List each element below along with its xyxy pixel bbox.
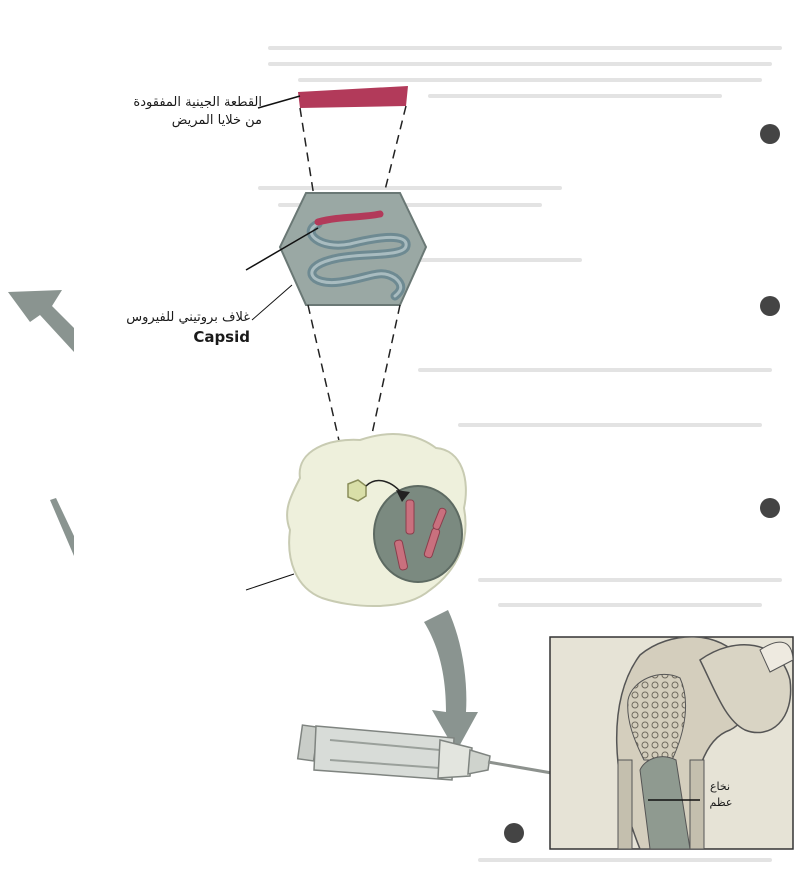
gene-label-line2: من خلايا المريض xyxy=(150,113,262,128)
bullet-4 xyxy=(504,823,524,843)
left-arrow-fragment-top xyxy=(8,290,74,352)
virus-particle xyxy=(348,480,366,501)
marrow-label-line1: نخاع xyxy=(700,780,740,793)
gene-label-leader xyxy=(258,96,300,108)
cell-leader xyxy=(246,574,294,590)
bone-inset xyxy=(550,637,793,849)
gene-segment xyxy=(298,86,408,108)
bullet-1 xyxy=(760,124,780,144)
bullet-3 xyxy=(760,498,780,518)
capsid-label-english: Capsid xyxy=(160,328,250,346)
marrow-label-line2: عظم xyxy=(704,796,738,809)
capsid-leader xyxy=(252,285,292,320)
bullet-2 xyxy=(760,296,780,316)
nucleus xyxy=(374,486,462,582)
capsid-label-arabic: غلاف بروتيني للفيروس xyxy=(100,310,250,325)
gene-label-line1: القطعة الجينية المفقودة xyxy=(112,95,262,110)
left-arrow-fragment-bottom xyxy=(50,498,74,556)
transfer-arrow xyxy=(424,610,478,752)
